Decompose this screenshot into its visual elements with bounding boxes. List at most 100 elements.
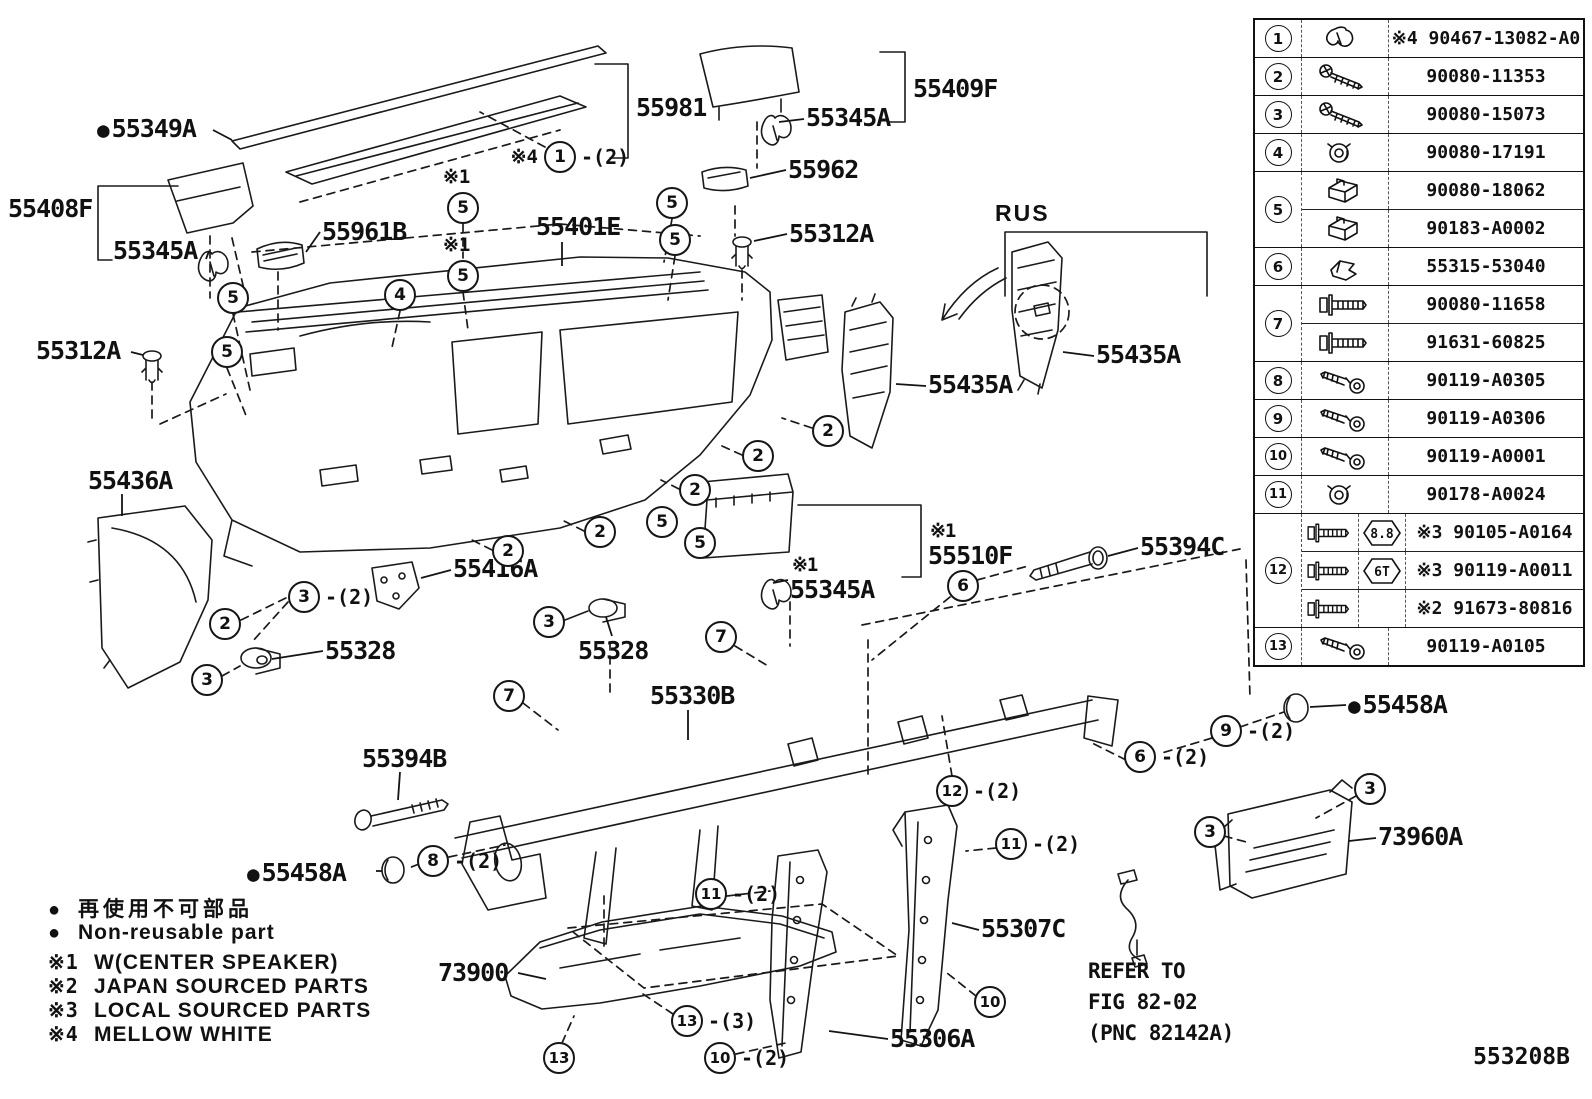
callout-3[interactable]: 3 — [1354, 773, 1386, 805]
part-number[interactable]: 91631-60825 — [1426, 332, 1546, 353]
part-label-55394C[interactable]: 55394C — [1140, 533, 1225, 560]
part-label-55345A[interactable]: 55345A — [113, 237, 198, 264]
callout-2[interactable]: 2 — [812, 415, 844, 447]
callout-5[interactable]: 5※1 — [443, 234, 479, 292]
callout-7[interactable]: 7 — [705, 621, 737, 653]
callout-5[interactable]: 5 — [646, 506, 678, 538]
callout-5[interactable]: 5 — [684, 527, 716, 559]
part-label-73900[interactable]: 73900 — [438, 958, 509, 987]
part-label-55435A[interactable]: 55435A — [1096, 341, 1181, 368]
part-label-55312A[interactable]: 55312A — [36, 336, 121, 365]
part-label-55408F[interactable]: 55408F — [8, 195, 93, 222]
callout-5[interactable]: 5 — [656, 187, 688, 219]
part-number[interactable]: 90080-17191 — [1426, 142, 1546, 163]
leader-line — [753, 233, 788, 242]
callout-10[interactable]: 10 — [974, 986, 1006, 1018]
part-number[interactable]: ※3 90105-A0164 — [1416, 522, 1573, 543]
part-number[interactable]: 90119-A0306 — [1426, 408, 1546, 429]
part-number[interactable]: 90119-A0001 — [1426, 446, 1546, 467]
callout-1[interactable]: 1-(2)※4 — [511, 141, 629, 173]
part-label-55961B[interactable]: 55961B — [322, 218, 407, 245]
part-label-73960A[interactable]: 73960A — [1378, 823, 1463, 850]
bolt-icon — [1320, 446, 1365, 470]
part-label-55962[interactable]: 55962 — [788, 156, 859, 183]
callout-6[interactable]: 6-(2) — [1124, 741, 1209, 773]
callout-13[interactable]: 13 — [543, 1042, 575, 1074]
callout-8[interactable]: 8-(2) — [417, 845, 502, 877]
callout-3[interactable]: 3 — [1194, 816, 1226, 848]
callout-11[interactable]: 11-(2) — [995, 828, 1080, 860]
callout-3[interactable]: 3 — [533, 606, 565, 638]
part-label-55345A[interactable]: 55345A — [806, 104, 891, 131]
callout-5[interactable]: 5※1 — [443, 166, 479, 224]
part-label-RUS[interactable]: RUS — [995, 200, 1050, 227]
part-number[interactable]: ※3 90119-A0011 — [1416, 560, 1573, 581]
callout-2[interactable]: 2 — [679, 474, 711, 506]
part-label-55306A[interactable]: 55306A — [890, 1025, 975, 1052]
part-number[interactable]: 90080-11353 — [1426, 66, 1546, 87]
fastener-row-1[interactable]: 1※4 90467-13082-A0 — [1255, 20, 1583, 58]
fastener-row-8[interactable]: 8 90119-A0305 — [1255, 362, 1583, 400]
part-label-55458A[interactable]: ●55458A — [247, 859, 347, 886]
part-label-55435A[interactable]: 55435A — [928, 371, 1013, 398]
part-number-text: 73900 — [438, 958, 509, 987]
part-label-55328[interactable]: 55328 — [578, 637, 649, 664]
part-number[interactable]: 90080-11658 — [1426, 294, 1546, 315]
leader-line — [605, 616, 613, 637]
part-number[interactable]: ※4 90467-13082-A0 — [1391, 28, 1581, 49]
part-label-55436A[interactable]: 55436A — [88, 467, 173, 494]
part-number[interactable]: 90119-A0105 — [1426, 636, 1546, 657]
fastener-icon-cell — [1302, 438, 1389, 475]
callout-4[interactable]: 4 — [384, 279, 416, 311]
callout-2[interactable]: 2 — [742, 440, 774, 472]
part-label-55981[interactable]: 55981 — [636, 94, 707, 121]
callout-3[interactable]: 3-(2) — [288, 581, 373, 613]
part-number[interactable]: 90178-A0024 — [1426, 484, 1546, 505]
callout-2[interactable]: 2 — [209, 608, 241, 640]
callout-3[interactable]: 3 — [191, 664, 223, 696]
part-number-text: 55312A — [36, 336, 121, 365]
part-label-55458A[interactable]: ●55458A — [1348, 691, 1448, 718]
callout-7[interactable]: 7 — [493, 680, 525, 712]
part-label-55349A[interactable]: ●55349A — [97, 115, 197, 142]
callout-10[interactable]: 10-(2) — [704, 1042, 789, 1074]
callout-11[interactable]: 11-(2) — [695, 878, 780, 910]
part-number[interactable]: 90183-A0002 — [1426, 218, 1546, 239]
part-label-55307C[interactable]: 55307C — [981, 915, 1066, 942]
part-label-55409F[interactable]: 55409F — [913, 75, 998, 102]
part-label-55394B[interactable]: 55394B — [362, 745, 447, 772]
callout-9[interactable]: 9-(2) — [1210, 715, 1295, 747]
part-label-55328[interactable]: 55328 — [325, 637, 396, 664]
part-label-55312A[interactable]: 55312A — [789, 220, 874, 247]
callout-5[interactable]: 5 — [211, 336, 243, 368]
part-label-55401E[interactable]: 55401E — [536, 213, 621, 240]
callout-13[interactable]: 13-(3) — [671, 1005, 756, 1037]
part-label-55330B[interactable]: 55330B — [650, 682, 735, 709]
part-number[interactable]: 90080-18062 — [1426, 180, 1546, 201]
callout-12[interactable]: 12-(2) — [936, 775, 1021, 807]
callout-6[interactable]: 6 — [947, 570, 979, 602]
callout-2[interactable]: 2 — [492, 535, 524, 567]
callout-number: 8 — [1264, 367, 1292, 394]
callout-2[interactable]: 2 — [584, 516, 616, 548]
part-number[interactable]: ※2 91673-80816 — [1416, 598, 1573, 619]
part-number[interactable]: 90080-15073 — [1426, 104, 1546, 125]
part-number[interactable]: 55315-53040 — [1426, 256, 1546, 277]
callout-5[interactable]: 5 — [217, 282, 249, 314]
part-number[interactable]: 90119-A0305 — [1426, 370, 1546, 391]
callout-5[interactable]: 5 — [659, 224, 691, 256]
